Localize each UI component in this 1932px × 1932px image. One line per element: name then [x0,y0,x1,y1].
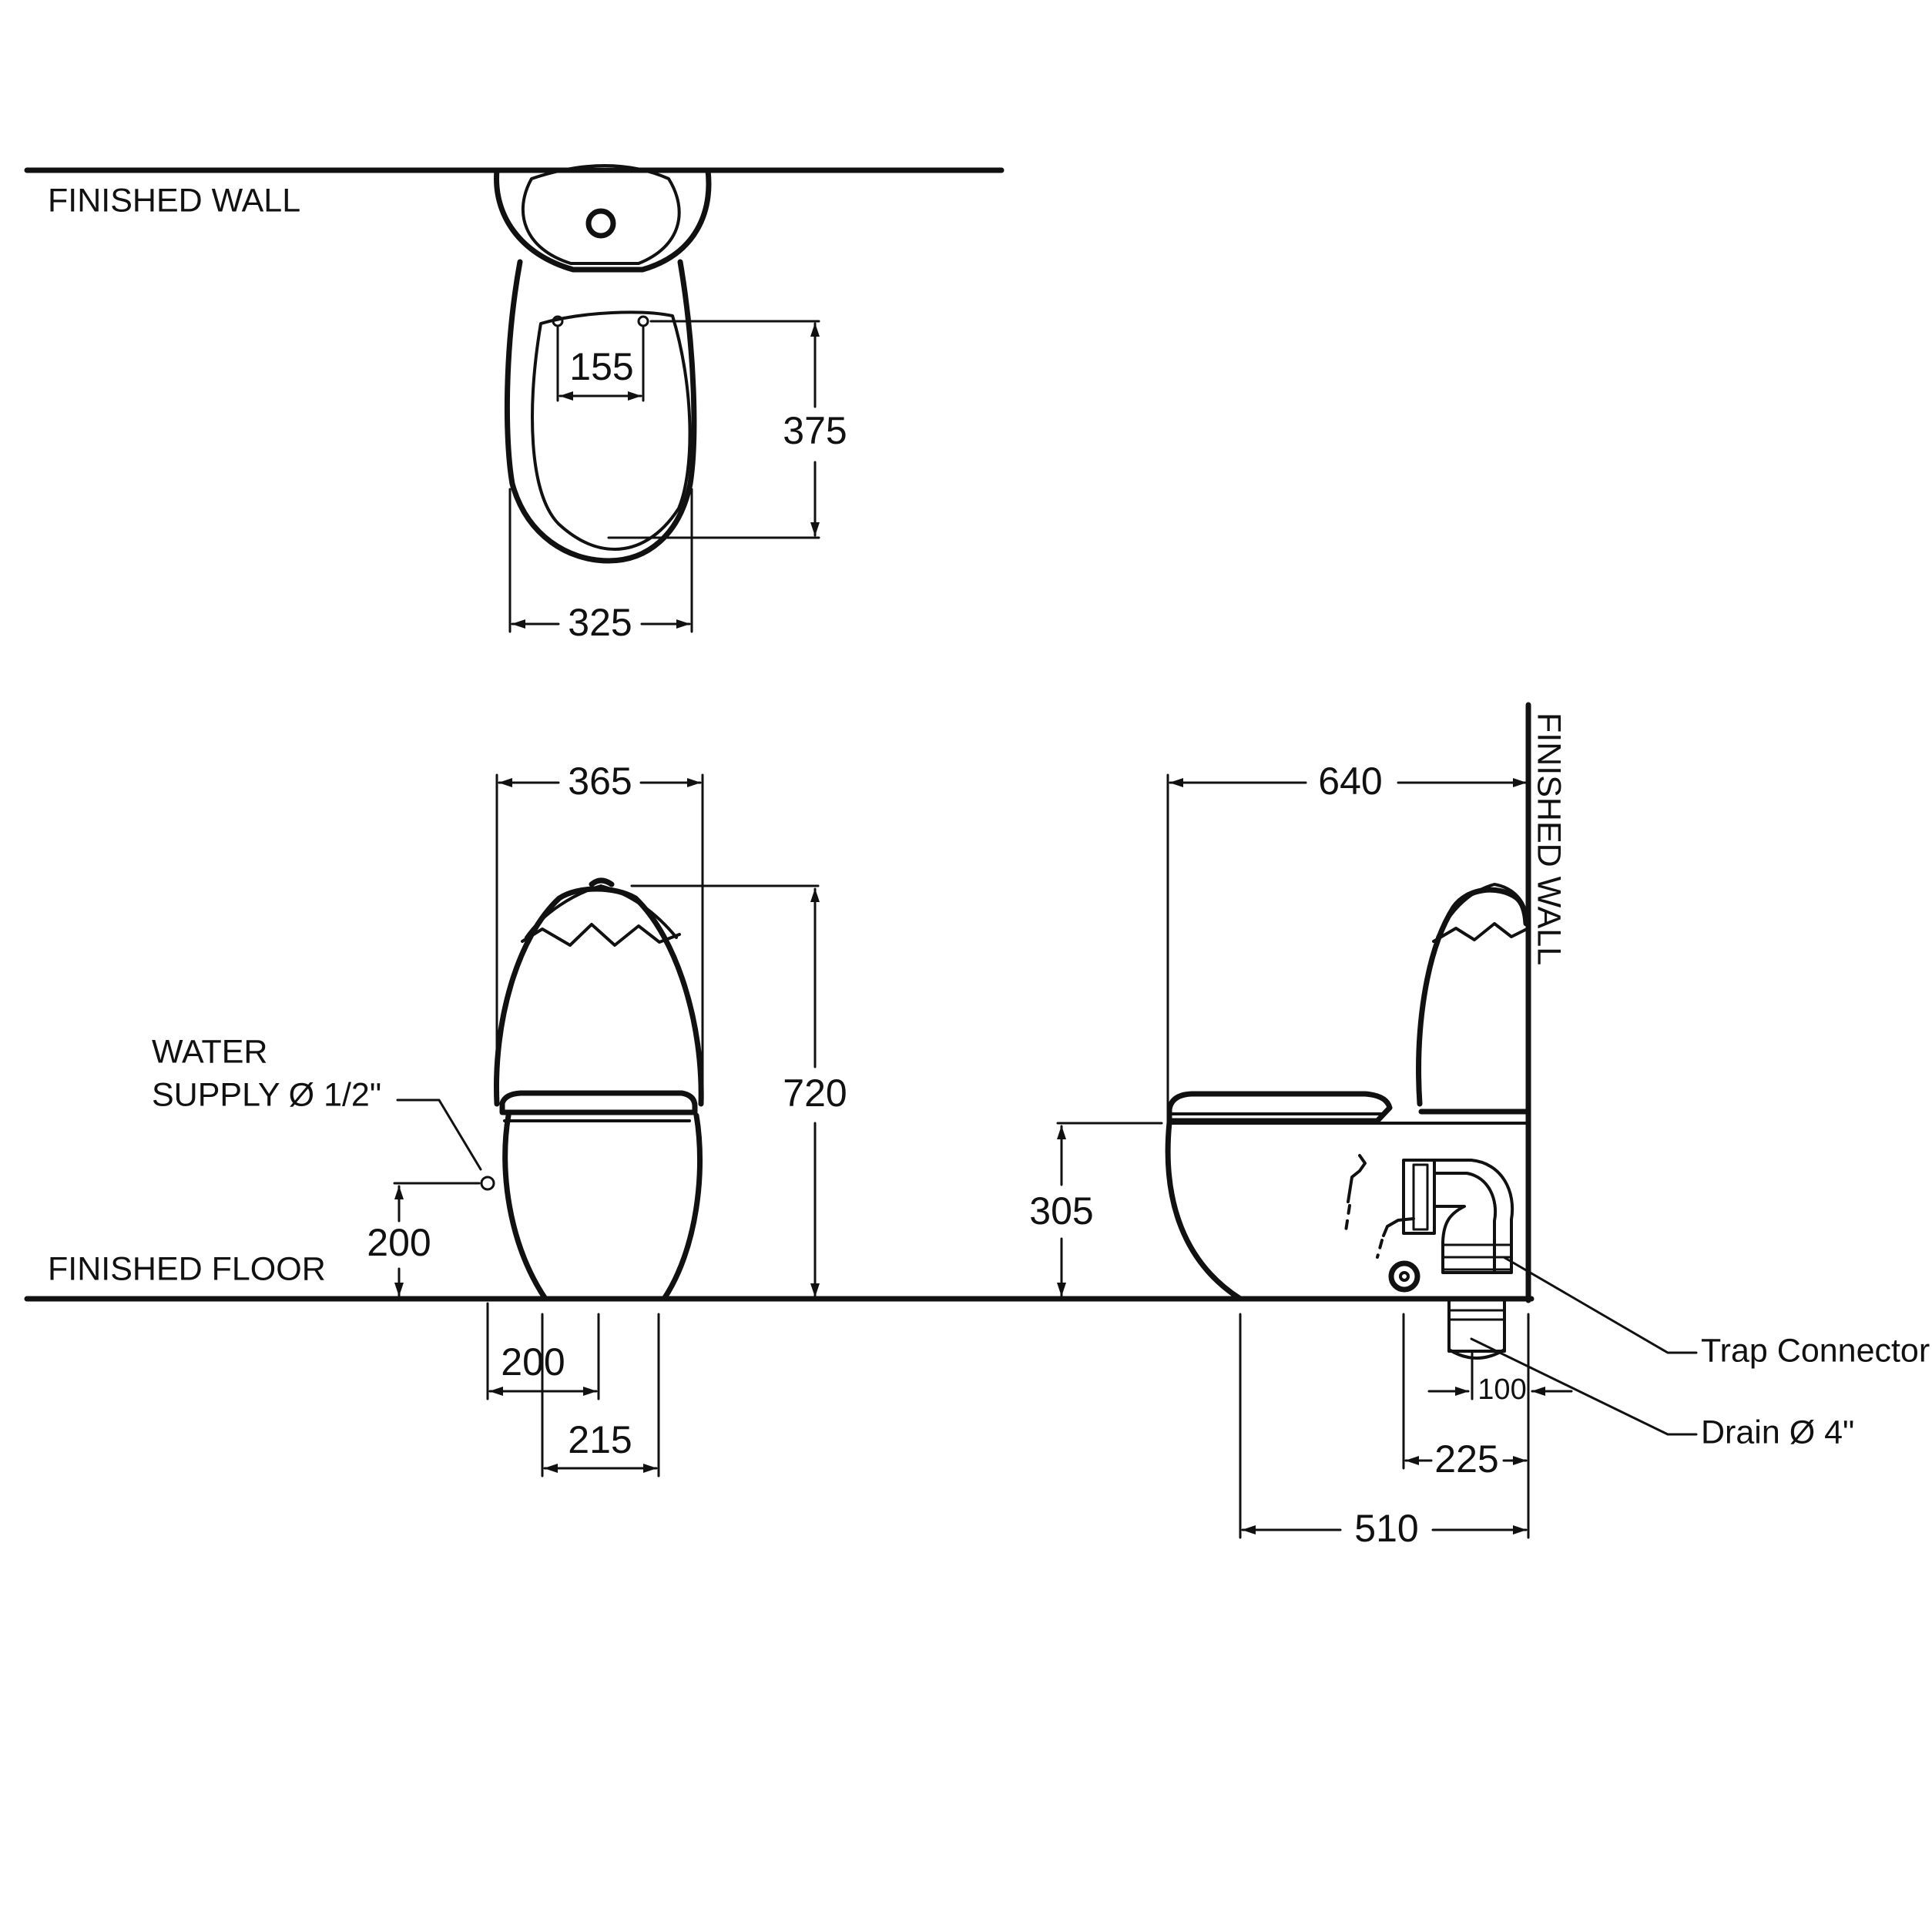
side-water-valve-dash-upper [1344,1204,1351,1233]
top-hinge-right-icon [637,315,649,327]
front-bowl-outline [502,1112,703,1302]
drain-label: Drain Ø 4" [1701,1414,1854,1451]
front-dim-200-bottom: 200 [501,1340,565,1384]
side-seat-outline [1166,1091,1393,1124]
water-supply-label-line-1: WATER [152,1033,267,1070]
side-dim-510: 510 [1354,1507,1418,1550]
front-seat-outline [499,1090,698,1115]
side-water-valve-upper [1347,1154,1367,1203]
top-flush-button-icon [585,208,616,239]
side-floor-bolt-inner-icon [1399,1271,1410,1282]
side-view: FINISHED WALL 640 305 [1029,702,1930,1550]
side-dim-640: 640 [1318,760,1382,803]
side-floor-bolt-icon [1388,1260,1420,1293]
side-dim-305: 305 [1029,1189,1093,1233]
finished-wall-top-label: FINISHED WALL [48,182,300,219]
front-tank-lid-outline [525,884,678,939]
side-trap-elbow [1433,1159,1514,1274]
side-trap-flange [1402,1159,1436,1235]
front-dim-200-height: 200 [367,1221,431,1264]
front-dim-720: 720 [783,1072,847,1115]
top-view: FINISHED WALL 155 375 325 [24,164,1005,644]
finished-floor-label: FINISHED FLOOR [48,1250,326,1287]
side-dim-225: 225 [1434,1437,1498,1481]
water-supply-label-line-2: SUPPLY Ø 1/2" [152,1076,381,1113]
drain-leader [1470,1337,1698,1436]
finished-wall-right-label: FINISHED WALL [1531,713,1568,965]
side-dim-100: 100 [1478,1374,1526,1406]
water-supply-point-icon [480,1176,495,1191]
trap-connector-label: Trap Connector [1701,1332,1930,1369]
front-tank-outline [494,886,704,1107]
side-tank-wave-line [1432,922,1528,943]
trap-connector-leader [1502,1256,1698,1354]
top-dim-155: 155 [569,345,633,388]
front-view: FINISHED FLOOR 365 720 WATER SUPPLY Ø 1/… [24,760,1535,1478]
side-bowl-outline [1165,1119,1243,1302]
side-tank-outline [1416,887,1529,1107]
side-trap-flange-inner [1412,1163,1429,1231]
front-dim-365: 365 [568,760,632,803]
top-tank-outline [494,167,712,273]
water-supply-leader [396,1098,482,1171]
side-trap-elbow-inner [1433,1172,1497,1274]
top-seat-lid-outline [531,310,692,551]
front-tank-wave-line [521,923,681,947]
side-water-valve-dash-lower [1376,1239,1384,1259]
top-tank-inner-outline [521,164,681,265]
side-drain-pipe [1447,1297,1506,1353]
top-dim-375: 375 [783,409,847,452]
side-tank-lid-outline [1436,883,1528,939]
front-dim-215: 215 [568,1418,632,1461]
top-hinge-left-icon [552,315,564,327]
top-bowl-outline [504,259,697,564]
front-flush-button-icon [589,877,615,887]
side-water-valve-lower [1382,1217,1415,1237]
top-dim-325: 325 [568,601,632,644]
